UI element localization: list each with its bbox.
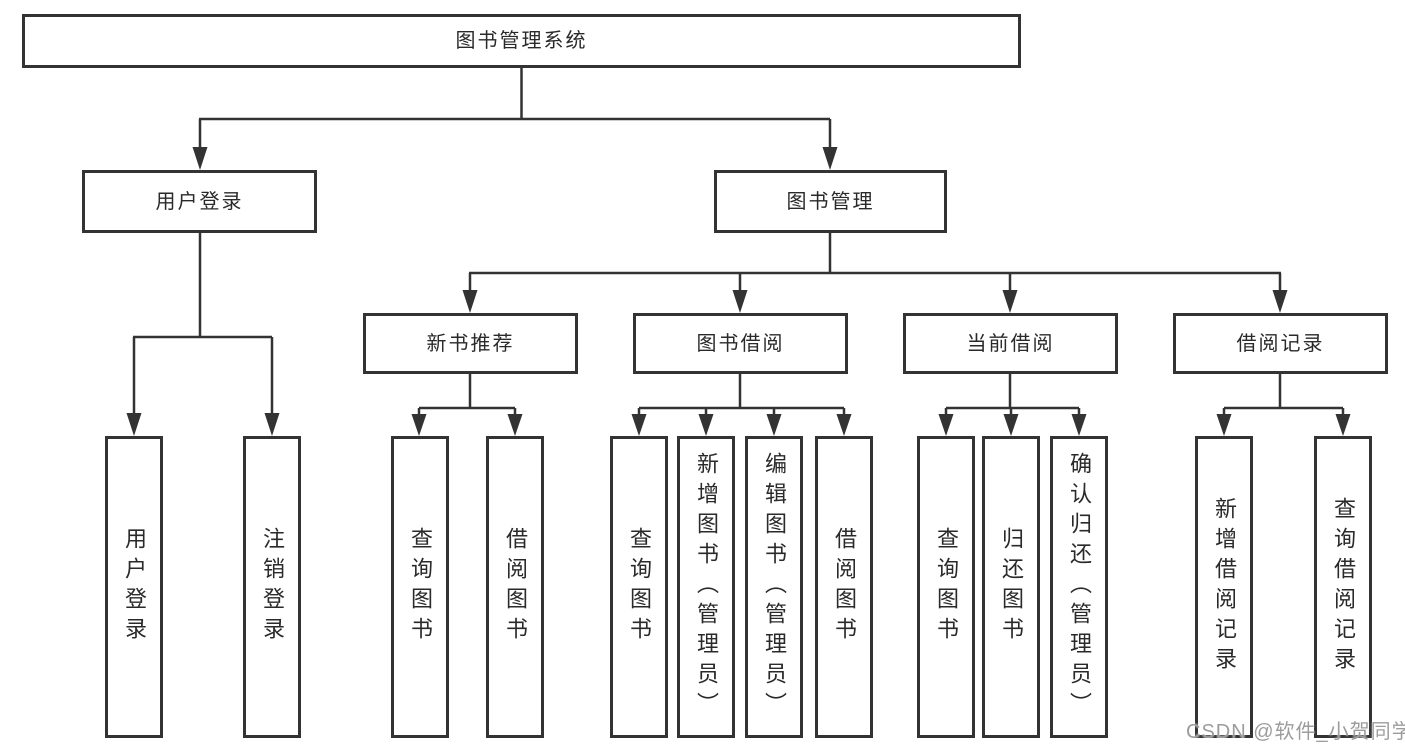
node-label: 新书推荐 [426, 332, 515, 355]
node-label: 当前借阅 [966, 332, 1055, 355]
connector-borrow-record [1216, 374, 1351, 436]
node-label: 编辑图书（管理员） [762, 452, 787, 722]
node-new-book-recommend: 新书推荐 [363, 313, 578, 374]
node-label: 新增图书（管理员） [694, 452, 719, 722]
node-user-login: 用户登录 [82, 170, 317, 233]
node-book-management: 图书管理 [714, 170, 947, 233]
node-label: 借阅记录 [1236, 332, 1325, 355]
connector-root [192, 67, 838, 170]
connector-user-login [126, 233, 280, 436]
node-book-borrow: 图书借阅 [633, 313, 848, 374]
node-label: 图书管理系统 [455, 30, 588, 52]
node-label: 借阅图书 [503, 527, 528, 647]
leaf-borrow-book-recommend: 借阅图书 [486, 436, 544, 738]
leaf-logout-login: 注销登录 [243, 436, 301, 738]
node-borrow-record: 借阅记录 [1173, 313, 1388, 374]
leaf-query-book-borrow: 查询图书 [610, 436, 668, 738]
leaf-query-book-recommend: 查询图书 [391, 436, 449, 738]
node-label: 归还图书 [999, 527, 1024, 647]
node-label: 查询图书 [627, 527, 652, 647]
leaf-borrow-book: 借阅图书 [815, 436, 873, 738]
leaf-return-book: 归还图书 [982, 436, 1040, 738]
connector-book-borrow [631, 374, 852, 436]
csdn-watermark: CSDN @软件_小贺同学 [1186, 721, 1405, 743]
node-root-system: 图书管理系统 [22, 14, 1021, 68]
connector-new-book-recommend [411, 374, 523, 436]
leaf-add-borrow-record: 新增借阅记录 [1195, 436, 1253, 738]
leaf-query-book-current: 查询图书 [917, 436, 975, 738]
node-label: 查询图书 [408, 527, 433, 647]
node-label: 图书管理 [786, 190, 875, 213]
leaf-confirm-return-admin: 确认归还（管理员） [1050, 436, 1108, 738]
node-label: 查询借阅记录 [1331, 497, 1356, 677]
leaf-user-login: 用户登录 [105, 436, 163, 738]
node-label: 用户登录 [155, 190, 244, 213]
leaf-edit-book-admin: 编辑图书（管理员） [745, 436, 803, 738]
node-label: 图书借阅 [696, 332, 785, 355]
node-label: 注销登录 [260, 527, 285, 647]
leaf-add-book-admin: 新增图书（管理员） [677, 436, 735, 738]
connector-book-management [462, 233, 1288, 313]
node-label: 新增借阅记录 [1212, 497, 1237, 677]
connector-current-borrow [938, 374, 1087, 436]
node-label: 借阅图书 [832, 527, 857, 647]
node-label: 用户登录 [122, 527, 147, 647]
leaf-query-borrow-record: 查询借阅记录 [1314, 436, 1372, 738]
node-current-borrow: 当前借阅 [903, 313, 1118, 374]
node-label: 查询图书 [934, 527, 959, 647]
node-label: 确认归还（管理员） [1067, 452, 1092, 722]
